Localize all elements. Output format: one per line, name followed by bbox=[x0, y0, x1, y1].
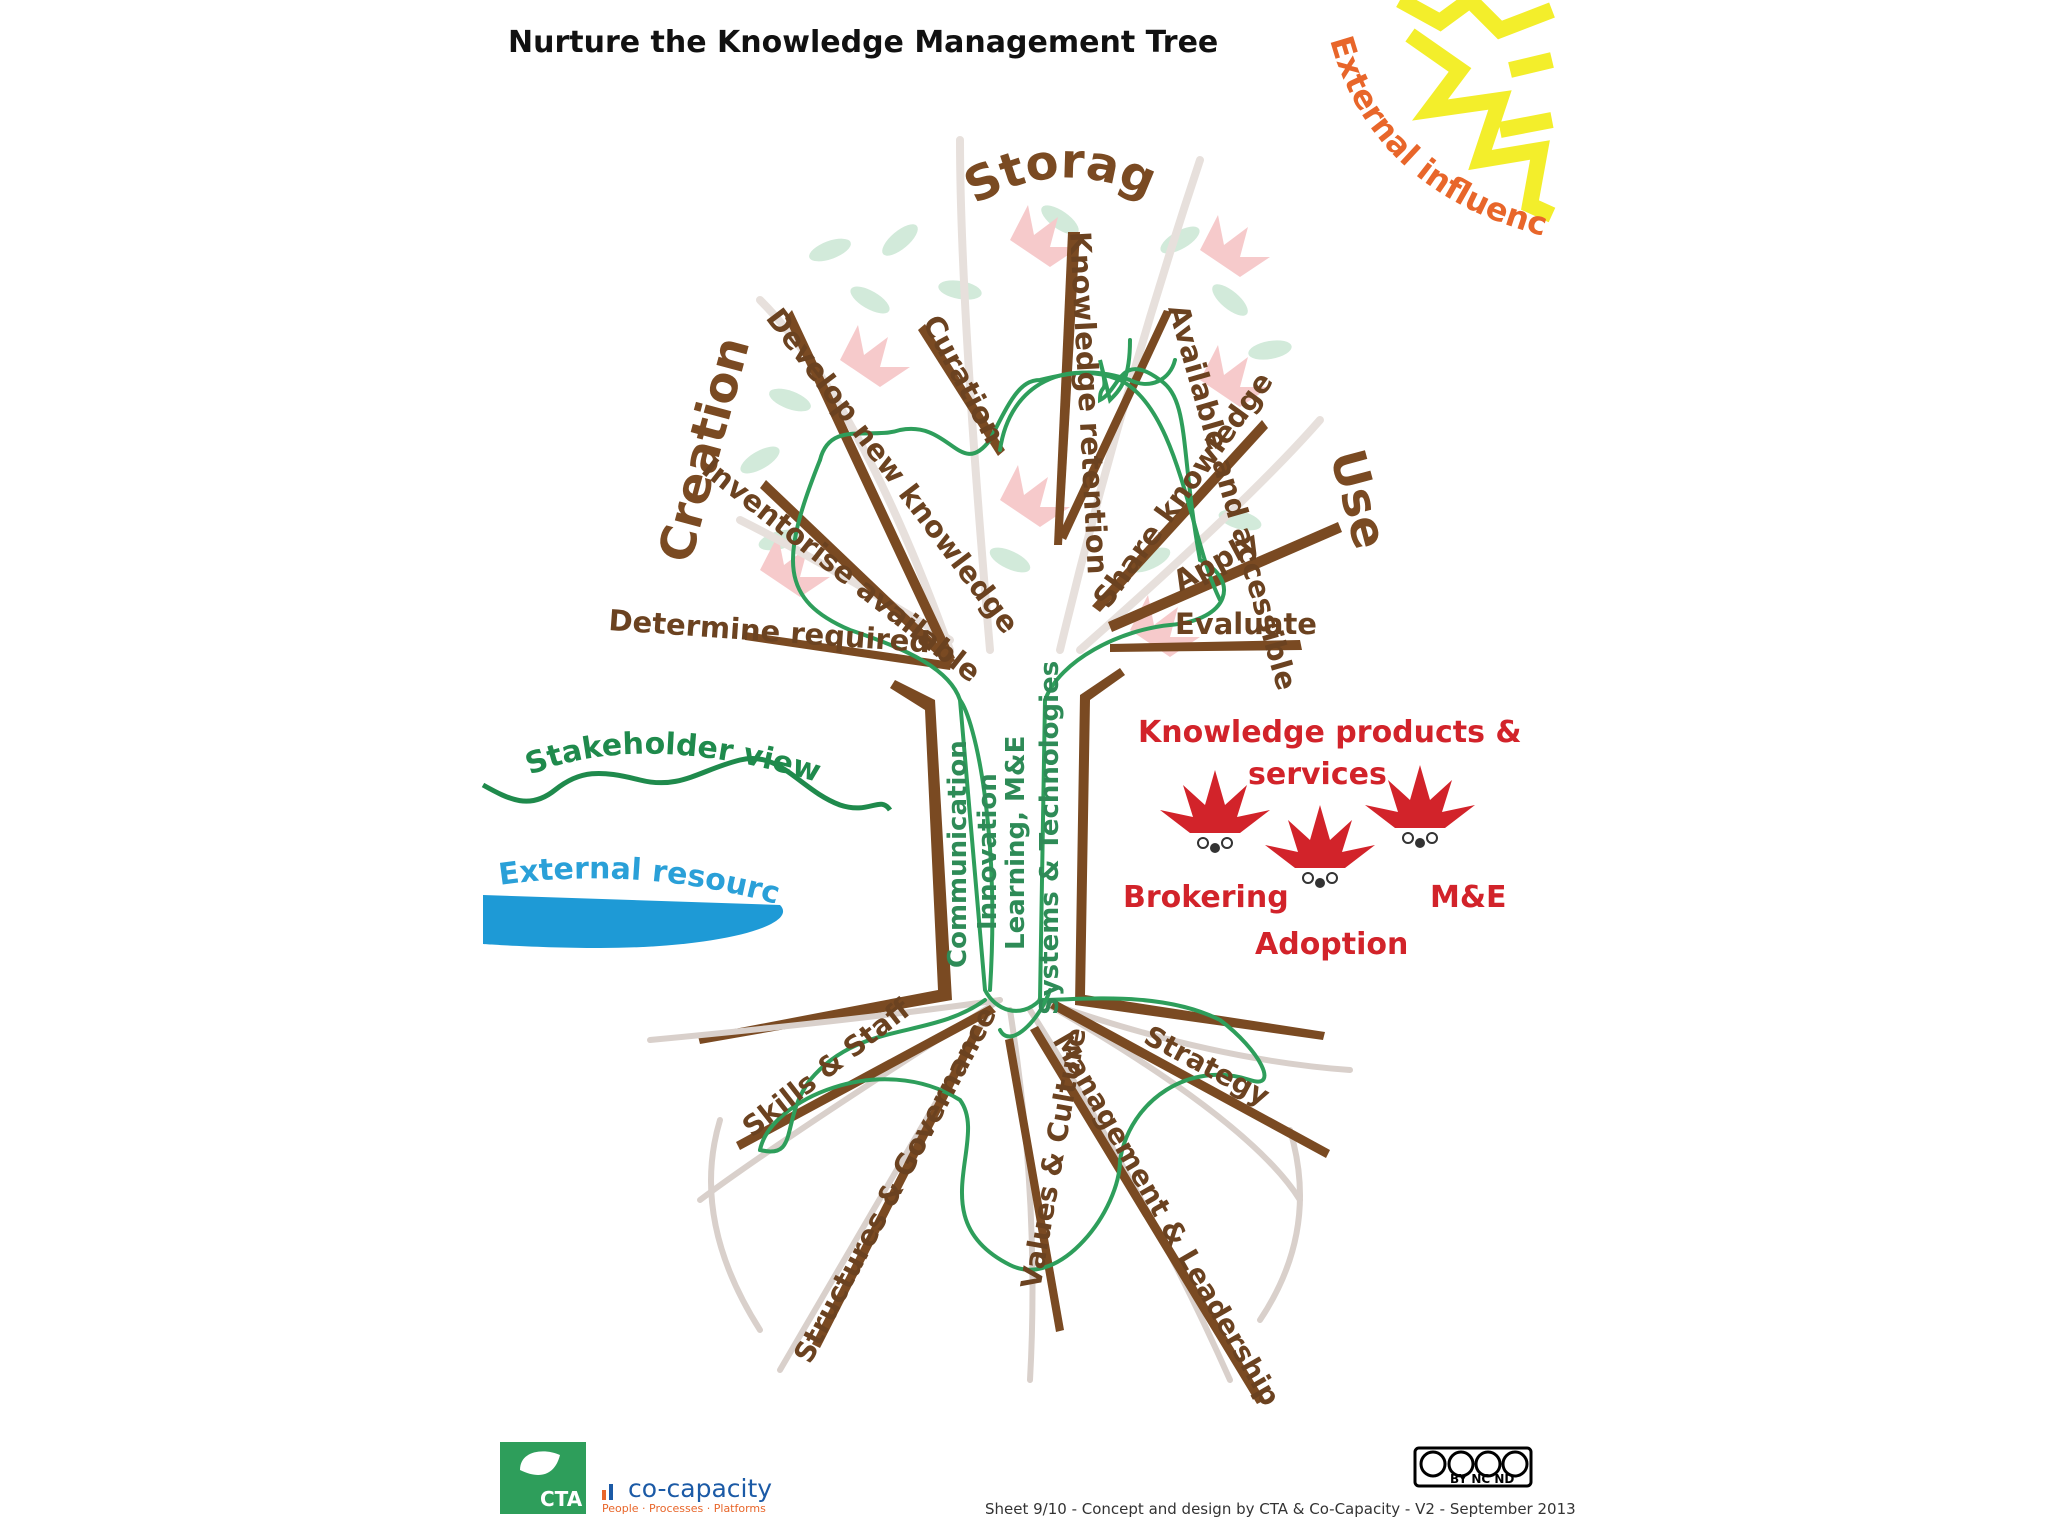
leaf-icon bbox=[520, 1451, 560, 1475]
cocapacity-logo: co-capacity People · Processes · Platfor… bbox=[602, 1474, 772, 1515]
branch-label-evaluate: Evaluate bbox=[1175, 607, 1317, 641]
stakeholder-wave bbox=[481, 755, 893, 812]
svg-text:People · Processes · Platforms: People · Processes · Platforms bbox=[602, 1502, 766, 1515]
km-process-loop bbox=[758, 338, 1267, 1272]
tree-branches bbox=[698, 232, 1342, 1044]
branch-use bbox=[1108, 522, 1342, 632]
root-values bbox=[1005, 1038, 1064, 1332]
category-use: Use bbox=[1318, 444, 1398, 555]
sheet-note: Sheet 9/10 - Concept and design by CTA &… bbox=[985, 1500, 1576, 1518]
branch-share bbox=[1092, 420, 1268, 612]
page-title: Nurture the Knowledge Management Tree bbox=[508, 25, 1218, 60]
products-adoption: Adoption bbox=[1255, 927, 1408, 962]
category-creation: Creation bbox=[647, 331, 761, 568]
trunk-label-learning: Learning, M&E bbox=[1001, 736, 1031, 950]
svg-text:CTA: CTA bbox=[540, 1487, 583, 1511]
creative-commons-badge: BY NC ND bbox=[1413, 1446, 1533, 1488]
svg-text:co-capacity: co-capacity bbox=[628, 1474, 772, 1503]
root-structures bbox=[812, 1025, 983, 1348]
bars-icon bbox=[602, 1490, 606, 1500]
cta-logo: CTA bbox=[500, 1442, 586, 1514]
trunk-label-innovation: Innovation bbox=[973, 773, 1003, 930]
flower-icon-right bbox=[1365, 765, 1475, 848]
branch-retention bbox=[1054, 232, 1080, 545]
svg-text:BY NC ND: BY NC ND bbox=[1450, 1472, 1514, 1486]
branch-curation bbox=[918, 324, 1005, 456]
trunk-left bbox=[698, 680, 952, 1044]
branch-inventorise bbox=[760, 480, 955, 666]
root-management bbox=[1030, 1026, 1265, 1404]
trunk-label-communication: Communication bbox=[943, 740, 973, 968]
products-heading-line2: services bbox=[1248, 757, 1387, 792]
flower-icon-center bbox=[1265, 805, 1375, 888]
branch-evaluate bbox=[1110, 640, 1302, 652]
products-heading-line1: Knowledge products & bbox=[1138, 715, 1522, 750]
branch-available bbox=[1058, 310, 1172, 540]
water-pool bbox=[483, 895, 784, 948]
trunk-label-systems: Systems & Technologies bbox=[1035, 661, 1065, 1015]
flower-icon-left bbox=[1160, 770, 1270, 853]
products-brokering: Brokering bbox=[1123, 880, 1289, 915]
trunk-right bbox=[1075, 668, 1325, 1040]
sun-icon bbox=[1396, 0, 1556, 223]
external-resources-label: External resources bbox=[0, 0, 784, 912]
root-skills bbox=[736, 1005, 996, 1150]
branch-develop bbox=[785, 310, 955, 662]
branch-determine bbox=[745, 632, 952, 670]
products-me: M&E bbox=[1430, 880, 1507, 915]
